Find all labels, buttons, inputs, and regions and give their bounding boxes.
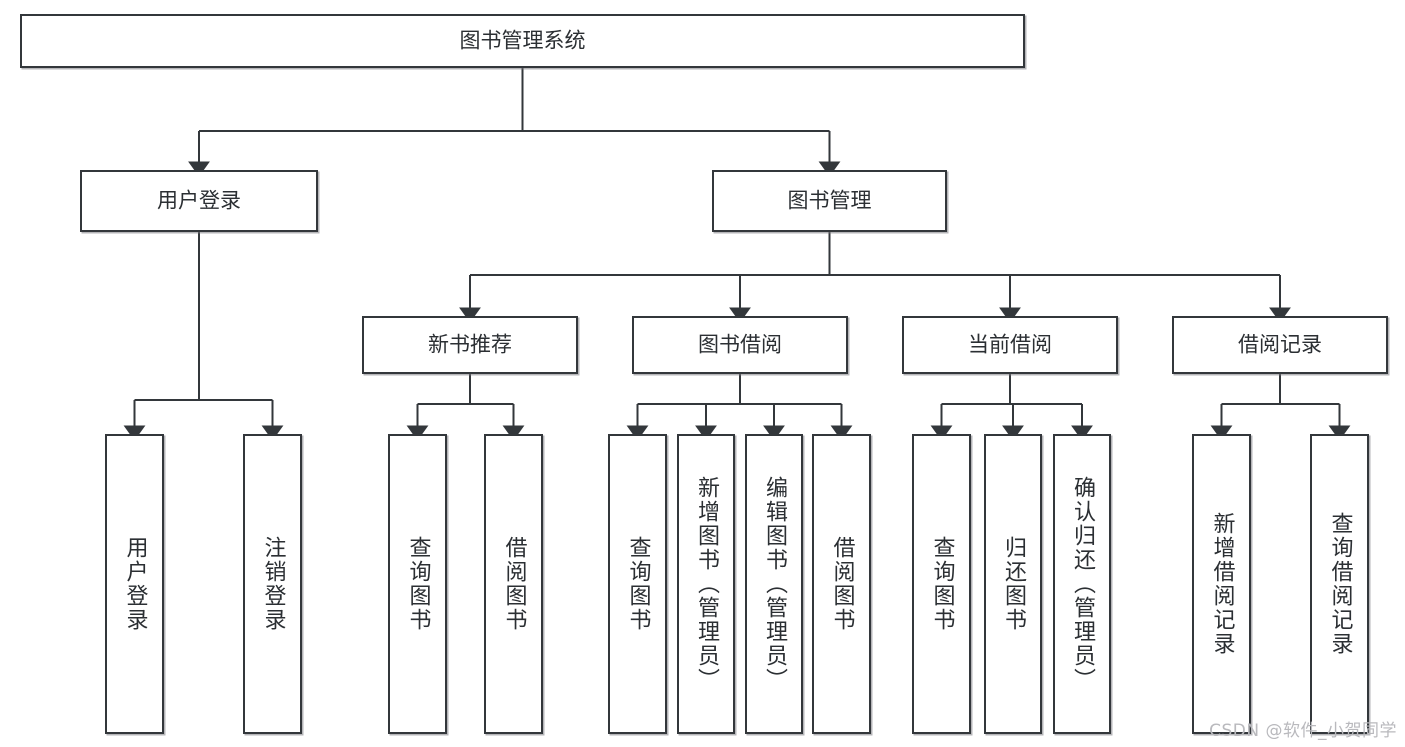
node-new-book-recommend[interactable]: 新书推荐 [362,316,578,374]
node-label-book-borrow: 图书借阅 [698,332,782,357]
node-label-leaf-edit-book-admin: 编辑图书（管理员） [762,476,787,692]
node-label-leaf-add-book-admin: 新增图书（管理员） [694,476,719,692]
node-leaf-add-borrow-record[interactable]: 新增借阅记录 [1192,434,1251,734]
node-leaf-borrow-book-rec[interactable]: 借阅图书 [484,434,543,734]
node-label-leaf-borrow-book-bb: 借阅图书 [829,536,855,632]
node-label-leaf-return-book: 归还图书 [1001,536,1026,632]
node-user-login[interactable]: 用户登录 [80,170,318,232]
node-label-borrow-record: 借阅记录 [1238,332,1322,357]
node-current-borrow[interactable]: 当前借阅 [902,316,1118,374]
node-leaf-confirm-return-admin[interactable]: 确认归还（管理员） [1053,434,1111,734]
watermark-label: CSDN @软件_小贺同学 [1209,721,1397,741]
node-label-root: 图书管理系统 [459,28,586,53]
node-root[interactable]: 图书管理系统 [20,14,1025,68]
node-leaf-return-book[interactable]: 归还图书 [984,434,1042,734]
node-leaf-add-book-admin[interactable]: 新增图书（管理员） [677,434,735,734]
node-label-current-borrow: 当前借阅 [968,332,1052,357]
node-label-leaf-user-logout: 注销登录 [260,536,286,632]
node-label-leaf-query-book-bb: 查询图书 [625,536,651,632]
node-label-leaf-query-borrow-record: 查询借阅记录 [1327,512,1353,656]
node-leaf-user-logout[interactable]: 注销登录 [243,434,302,734]
node-label-leaf-query-book-cb: 查询图书 [929,536,955,632]
node-label-book-manage: 图书管理 [787,188,872,213]
node-leaf-user-login[interactable]: 用户登录 [105,434,164,734]
edge-group [123,68,1351,441]
node-label-leaf-query-book-rec: 查询图书 [405,536,431,632]
node-label-new-book-recommend: 新书推荐 [428,332,512,357]
node-book-manage[interactable]: 图书管理 [712,170,947,232]
node-leaf-query-book-rec[interactable]: 查询图书 [388,434,447,734]
node-label-user-login: 用户登录 [157,188,241,213]
node-label-leaf-confirm-return-admin: 确认归还（管理员） [1070,476,1095,692]
node-label-leaf-user-login: 用户登录 [122,536,148,632]
node-book-borrow[interactable]: 图书借阅 [632,316,848,374]
node-leaf-edit-book-admin[interactable]: 编辑图书（管理员） [745,434,803,734]
node-leaf-query-book-cb[interactable]: 查询图书 [912,434,971,734]
node-label-leaf-add-borrow-record: 新增借阅记录 [1209,512,1235,656]
node-borrow-record[interactable]: 借阅记录 [1172,316,1388,374]
node-leaf-borrow-book-bb[interactable]: 借阅图书 [812,434,871,734]
node-leaf-query-book-bb[interactable]: 查询图书 [608,434,667,734]
node-label-leaf-borrow-book-rec: 借阅图书 [501,536,527,632]
node-leaf-query-borrow-record[interactable]: 查询借阅记录 [1310,434,1369,734]
